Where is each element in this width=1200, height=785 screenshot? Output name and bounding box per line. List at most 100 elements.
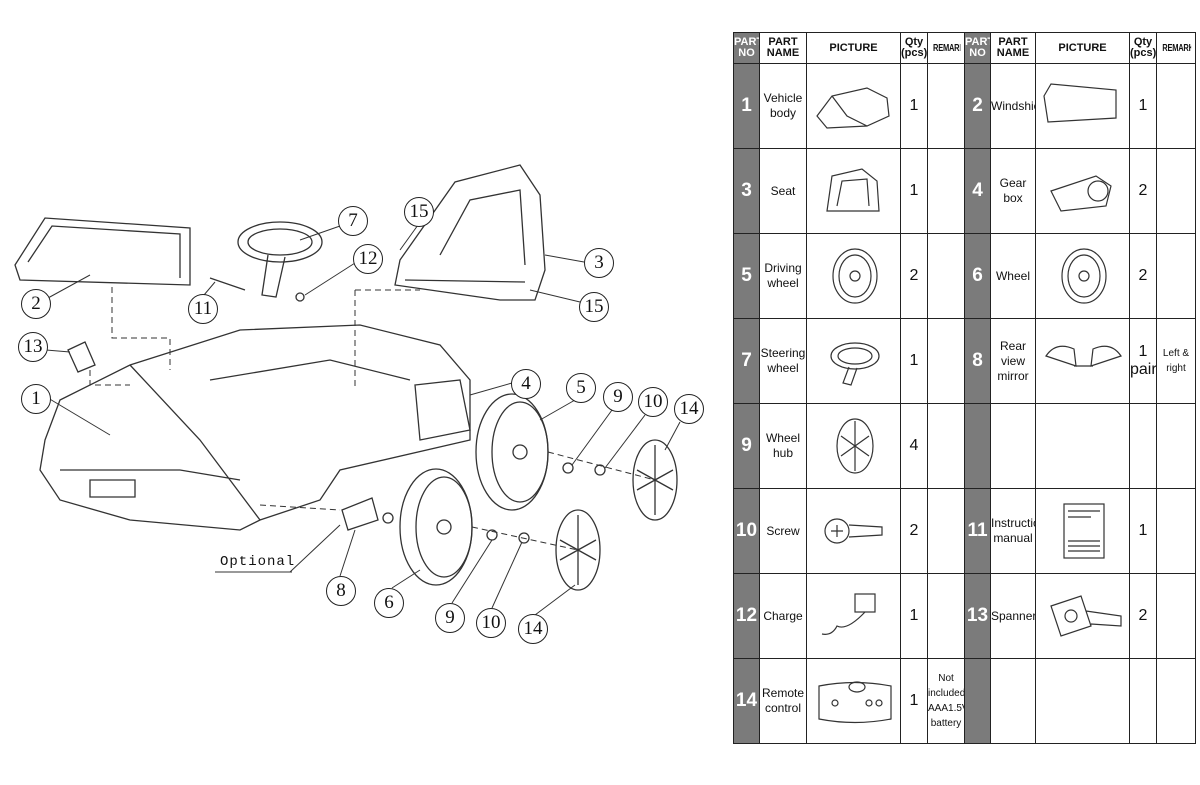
part-name: Wheel (990, 233, 1036, 319)
callout-14: 14 (518, 614, 548, 644)
callout-7: 7 (338, 206, 368, 236)
callout-8: 8 (326, 576, 356, 606)
seat-icon (826, 168, 880, 212)
part-picture (806, 573, 901, 659)
windshield-icon (1043, 83, 1117, 123)
gearbox-drawing-2 (414, 379, 471, 441)
part-number: 6 (964, 233, 991, 319)
exploded-parts-diagram: 1 2 3 4 5 6 7 8 9 9 10 10 11 12 13 14 14… (14, 164, 704, 644)
part-quantity: 1 (900, 148, 928, 234)
wheel-icon (832, 248, 878, 304)
part-number: 2 (964, 63, 991, 149)
part-remarks (927, 233, 965, 319)
part-number: 9 (733, 403, 760, 489)
callout-9: 9 (603, 382, 633, 412)
callout-6: 6 (374, 588, 404, 618)
spanner-icon (1050, 595, 1122, 637)
part-picture (806, 63, 901, 149)
part-quantity: 2 (900, 488, 928, 574)
callout-9: 9 (435, 603, 465, 633)
hub-icon (836, 418, 874, 474)
wheel-drawing-6 (399, 468, 473, 586)
callout-15: 15 (579, 292, 609, 322)
header-picture: PICTURE (806, 32, 901, 64)
part-quantity: 1 (900, 63, 928, 149)
part-quantity: 1 (1129, 63, 1157, 149)
part-picture (806, 318, 901, 404)
header-part-no: PART NO (964, 32, 991, 64)
part-quantity (1129, 658, 1157, 744)
spanner-drawing (67, 341, 96, 373)
part-name: Remote control (759, 658, 807, 744)
part-picture (1035, 233, 1130, 319)
part-number: 11 (964, 488, 991, 574)
part-remarks (927, 318, 965, 404)
part-quantity: 1 (900, 573, 928, 659)
header-remarks: REMARKS (931, 32, 961, 64)
part-name: Screw (759, 488, 807, 574)
part-remarks (1156, 63, 1196, 149)
part-remarks (1156, 403, 1196, 489)
part-name: Seat (759, 148, 807, 234)
part-number: 10 (733, 488, 760, 574)
part-quantity: 4 (900, 403, 928, 489)
gearbox-drawing (341, 497, 379, 531)
callout-10: 10 (476, 608, 506, 638)
part-name: Instruction manual (990, 488, 1036, 574)
callout-14: 14 (674, 394, 704, 424)
header-part-name: PART NAME (990, 32, 1036, 64)
part-name (990, 403, 1036, 489)
car-exploded-drawing (14, 164, 681, 616)
header-qty: Qty (pcs) (1129, 32, 1157, 64)
part-name: Rear view mirror (990, 318, 1036, 404)
callout-10: 10 (638, 387, 668, 417)
part-number: 3 (733, 148, 760, 234)
part-picture (806, 403, 901, 489)
hub-drawing-b (555, 509, 601, 591)
callout-11: 11 (188, 294, 218, 324)
part-picture (806, 488, 901, 574)
mirror-icon (1045, 345, 1122, 367)
part-number: 13 (964, 573, 991, 659)
gearbox-icon (1050, 175, 1112, 212)
part-name: Gear box (990, 148, 1036, 234)
callout-3: 3 (584, 248, 614, 278)
header-qty: Qty (pcs) (900, 32, 928, 64)
part-picture (1035, 658, 1130, 744)
part-remarks (927, 403, 965, 489)
part-number: 4 (964, 148, 991, 234)
part-remarks (1156, 148, 1196, 234)
part-remarks (927, 488, 965, 574)
part-remarks: Not included AAA1.5V battery (927, 658, 965, 744)
part-picture (1035, 573, 1130, 659)
table-header: PART NO PART NAME PICTURE Qty (pcs) REMA… (733, 32, 1196, 64)
callout-12: 12 (353, 244, 383, 274)
part-remarks (1156, 233, 1196, 319)
part-name: Wheel hub (759, 403, 807, 489)
part-name: Steering wheel (759, 318, 807, 404)
part-name (990, 658, 1036, 744)
header-part-name: PART NAME (759, 32, 807, 64)
part-number (964, 658, 991, 744)
part-number: 5 (733, 233, 760, 319)
callout-13: 13 (18, 332, 48, 362)
parts-list-table: PART NO PART NAME PICTURE Qty (pcs) REMA… (733, 32, 1196, 744)
part-remarks (927, 63, 965, 149)
windshield-drawing (14, 217, 191, 286)
header-remarks: REMARKS (1161, 32, 1191, 64)
part-remarks (927, 573, 965, 659)
screw-icon (824, 518, 883, 544)
part-quantity: 2 (1129, 148, 1157, 234)
part-remarks (927, 148, 965, 234)
part-number: 12 (733, 573, 760, 659)
callout-2: 2 (21, 289, 51, 319)
part-quantity: 1 (900, 658, 928, 744)
wheel-icon (1061, 248, 1107, 304)
header-part-no: PART NO (733, 32, 760, 64)
part-remarks (1156, 658, 1196, 744)
